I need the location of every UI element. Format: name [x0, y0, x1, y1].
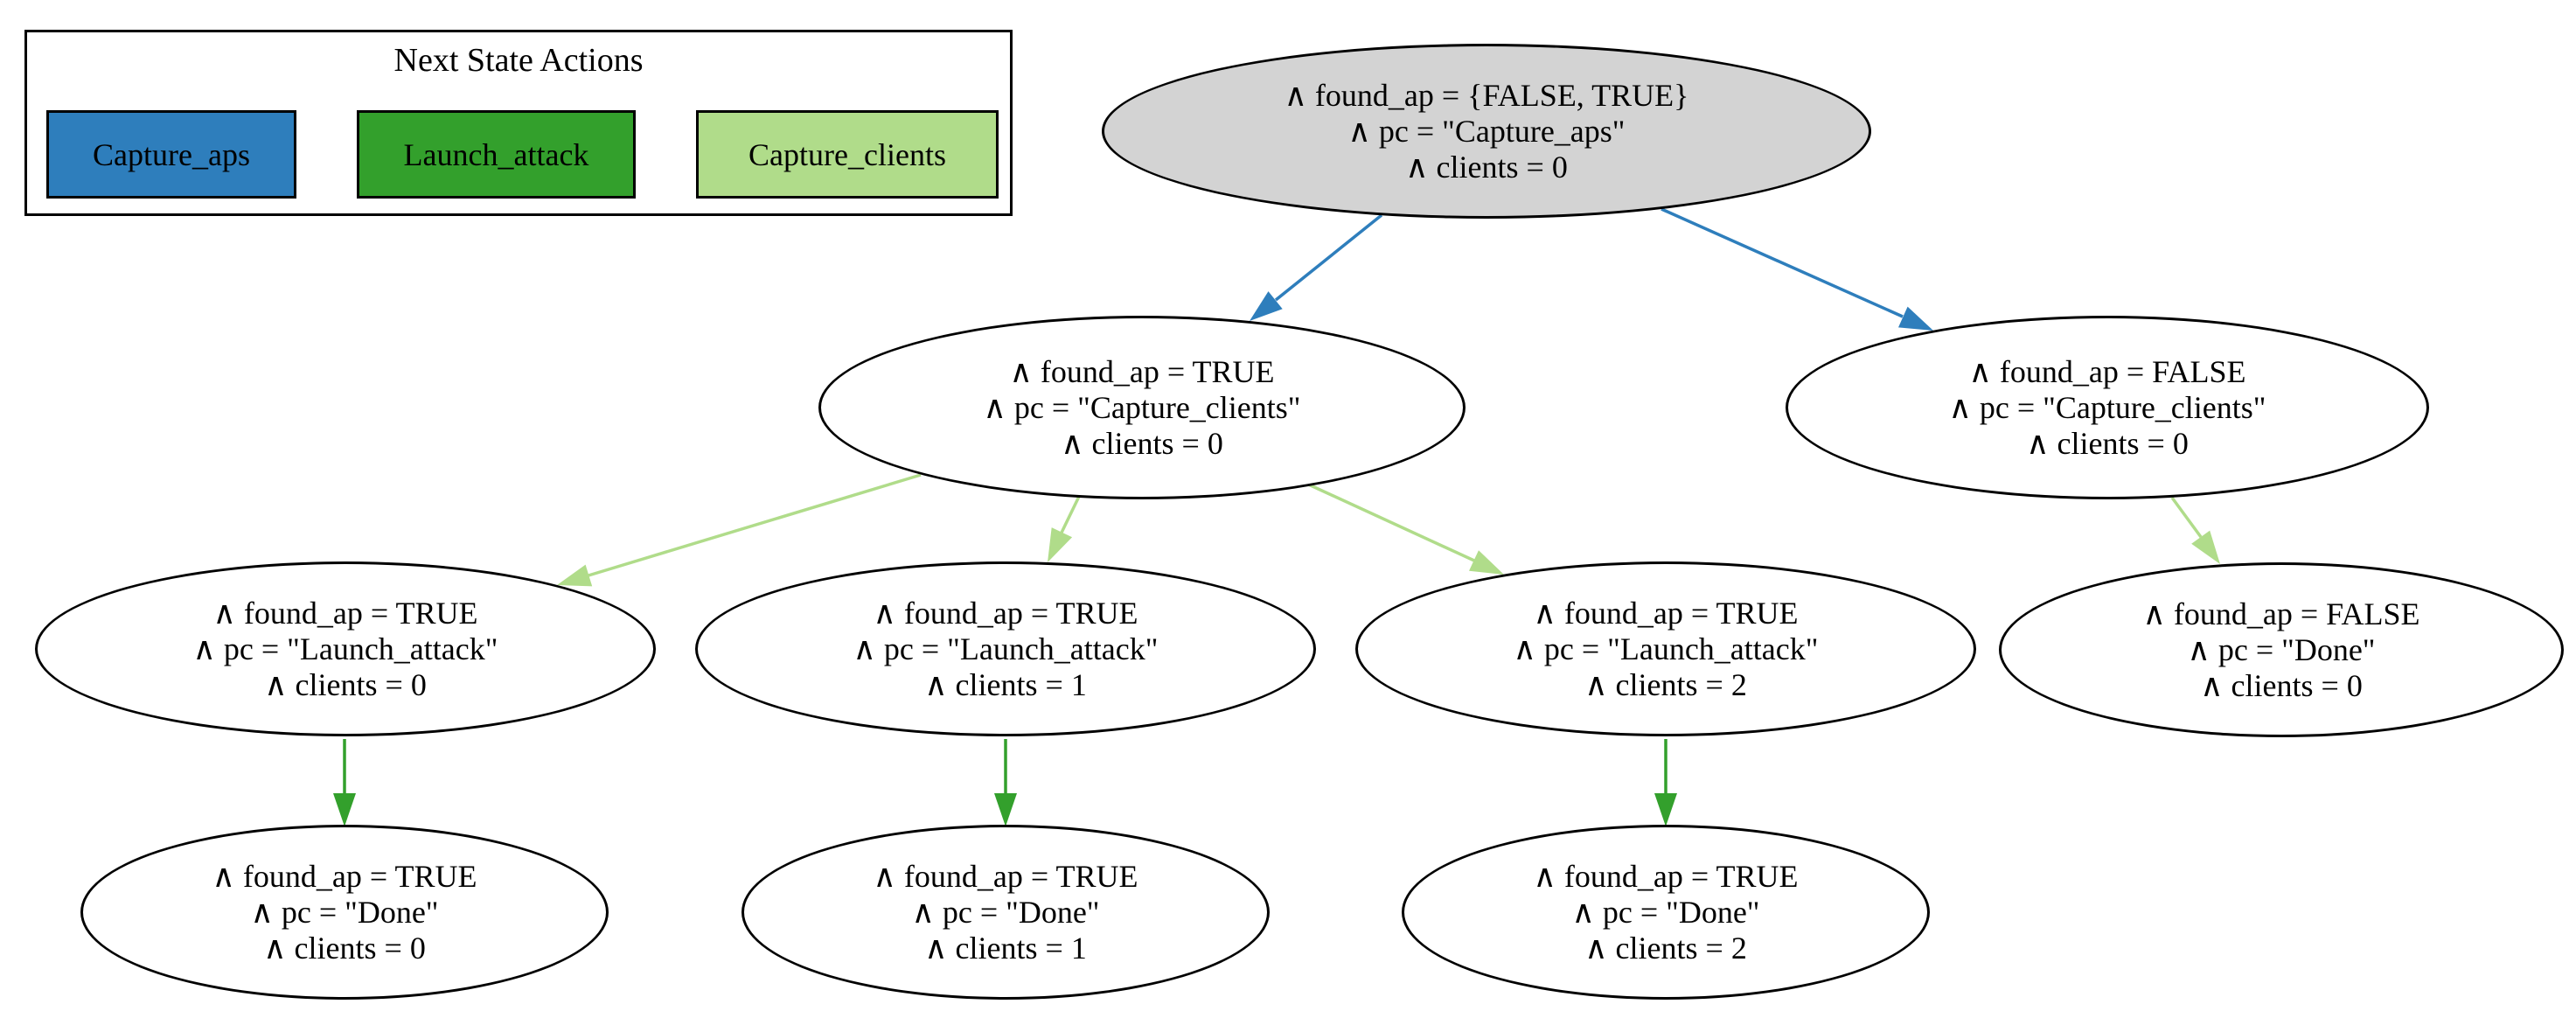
state-node-capture-clients-false: ∧ found_ap = FALSE ∧ pc = "Capture_clien…: [1786, 316, 2429, 499]
state-line: ∧ pc = "Launch_attack": [853, 631, 1159, 666]
state-line: ∧ clients = 0: [1061, 425, 1223, 461]
state-line: ∧ clients = 0: [1405, 149, 1568, 185]
state-node-done-false-0: ∧ found_ap = FALSE ∧ pc = "Done" ∧ clien…: [1999, 562, 2564, 737]
state-line: ∧ found_ap = TRUE: [1533, 595, 1799, 631]
state-line: ∧ found_ap = TRUE: [873, 858, 1138, 894]
state-line: ∧ clients = 1: [924, 930, 1087, 966]
state-line: ∧ pc = "Launch_attack": [1513, 631, 1819, 666]
arrowhead-icon: [2191, 530, 2220, 564]
state-node-launch-attack-2: ∧ found_ap = TRUE ∧ pc = "Launch_attack"…: [1355, 561, 1976, 736]
edge-initial-to-capture-clients-true: [1250, 213, 1383, 321]
action-label-capture-aps: Capture_aps: [93, 136, 250, 172]
action-label-launch-attack: Launch_attack: [403, 136, 589, 172]
state-line: ∧ pc = "Capture_clients": [983, 389, 1301, 425]
state-line: ∧ found_ap = FALSE: [1968, 353, 2246, 389]
state-line: ∧ pc = "Done": [1571, 894, 1760, 930]
state-line: ∧ pc = "Done": [2187, 631, 2376, 667]
state-line: ∧ clients = 2: [1584, 930, 1747, 966]
arrowhead-icon: [557, 564, 593, 587]
state-node-launch-attack-0: ∧ found_ap = TRUE ∧ pc = "Launch_attack"…: [35, 561, 656, 736]
state-line: ∧ clients = 0: [2026, 425, 2189, 461]
state-line: ∧ clients = 0: [263, 930, 426, 966]
edge-capture-clients-true-to-launch-attack-2: [1302, 480, 1504, 575]
legend-swatch-capture-aps: Capture_aps: [46, 110, 296, 199]
state-line: ∧ found_ap = TRUE: [1009, 353, 1275, 389]
state-line: ∧ pc = "Capture_clients": [1948, 389, 2266, 425]
arrowhead-icon: [1898, 306, 1933, 331]
arrowhead-icon: [1048, 527, 1073, 562]
state-node-launch-attack-1: ∧ found_ap = TRUE ∧ pc = "Launch_attack"…: [695, 561, 1316, 736]
state-line: ∧ clients = 0: [2200, 667, 2363, 703]
state-node-done-2: ∧ found_ap = TRUE ∧ pc = "Done" ∧ client…: [1402, 825, 1930, 1000]
state-line: ∧ clients = 2: [1584, 666, 1747, 702]
state-line: ∧ found_ap = TRUE: [1533, 858, 1799, 894]
state-line: ∧ found_ap = TRUE: [212, 858, 477, 894]
edge-capture-clients-true-to-launch-attack-0: [557, 473, 922, 587]
state-line: ∧ pc = "Done": [911, 894, 1100, 930]
state-line: ∧ pc = "Launch_attack": [192, 631, 498, 666]
state-line: ∧ found_ap = {FALSE, TRUE}: [1284, 77, 1689, 113]
legend-title: Next State Actions: [393, 42, 644, 79]
arrowhead-icon: [1469, 550, 1504, 575]
state-line: ∧ found_ap = TRUE: [212, 595, 478, 631]
state-line: ∧ clients = 1: [924, 666, 1087, 702]
arrowhead-icon: [1250, 291, 1283, 321]
legend-swatch-capture-clients: Capture_clients: [696, 110, 999, 199]
edge-capture-clients-false-to-done-false-0: [2170, 496, 2220, 564]
arrowhead-icon: [333, 793, 356, 826]
state-node-capture-clients-true: ∧ found_ap = TRUE ∧ pc = "Capture_client…: [818, 316, 1466, 499]
action-label-capture-clients: Capture_clients: [748, 136, 946, 172]
legend-box: Next State Actions Capture_aps Launch_at…: [24, 30, 1013, 216]
edge-initial-to-capture-clients-false: [1660, 207, 1933, 331]
state-line: ∧ found_ap = TRUE: [873, 595, 1138, 631]
arrowhead-icon: [994, 793, 1017, 826]
state-line: ∧ found_ap = FALSE: [2142, 596, 2420, 631]
state-line: ∧ pc = "Done": [250, 894, 439, 930]
state-node-done-1: ∧ found_ap = TRUE ∧ pc = "Done" ∧ client…: [741, 825, 1270, 1000]
state-line: ∧ pc = "Capture_aps": [1347, 113, 1626, 149]
state-node-initial: ∧ found_ap = {FALSE, TRUE} ∧ pc = "Captu…: [1102, 44, 1871, 219]
edge-launch-attack-2-to-done-2: [1654, 739, 1677, 826]
edge-launch-attack-1-to-done-1: [994, 739, 1017, 826]
legend-swatch-launch-attack: Launch_attack: [357, 110, 636, 199]
state-node-done-0: ∧ found_ap = TRUE ∧ pc = "Done" ∧ client…: [80, 825, 609, 1000]
arrowhead-icon: [1654, 793, 1677, 826]
state-line: ∧ clients = 0: [264, 666, 427, 702]
edge-launch-attack-0-to-done-0: [333, 739, 356, 826]
